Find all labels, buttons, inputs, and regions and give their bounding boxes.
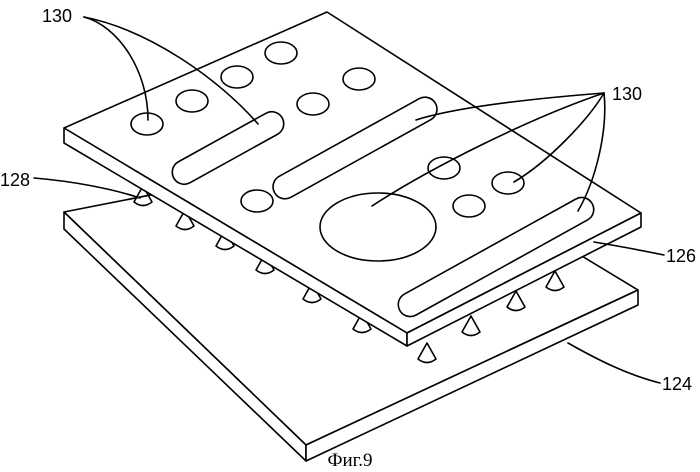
label-126: 126 — [666, 246, 696, 266]
figure-caption: Фиг.9 — [327, 450, 372, 471]
label-130-right: 130 — [612, 84, 642, 104]
label-130-top: 130 — [42, 6, 72, 26]
label-128: 128 — [0, 170, 30, 190]
label-124: 124 — [662, 374, 692, 394]
